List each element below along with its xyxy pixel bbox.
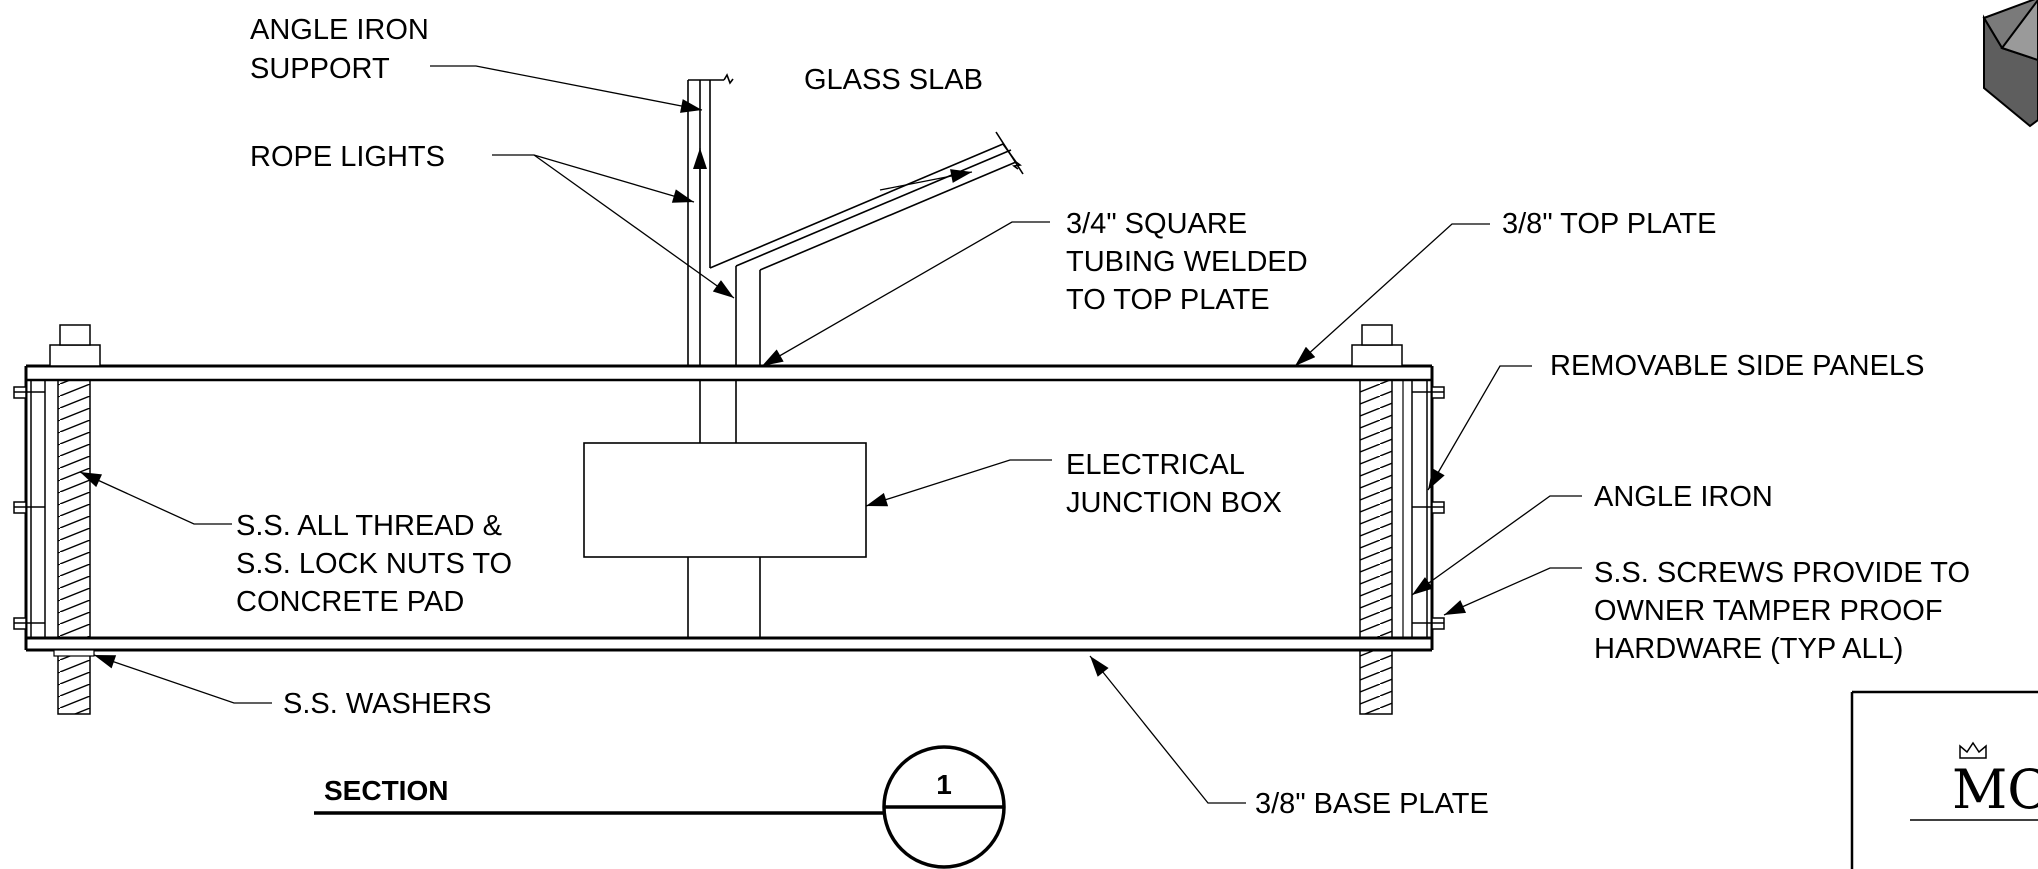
label-glass-slab: GLASS SLAB: [804, 64, 983, 96]
left-all-thread: [49, 324, 101, 715]
label-ss-screws: S.S. SCREWS PROVIDE TO OWNER TAMPER PROO…: [1594, 557, 1978, 665]
glass-slab-assembly: [687, 73, 1024, 366]
leaders: [79, 65, 1582, 804]
label-electrical-junction-box: ELECTRICAL JUNCTION BOX: [1066, 449, 1282, 519]
label-rope-lights: ROPE LIGHTS: [250, 141, 445, 173]
left-washer: [53, 649, 95, 657]
label-angle-iron: ANGLE IRON: [1594, 481, 1773, 513]
section-title: SECTION: [324, 775, 448, 806]
right-lock-nut: [1351, 344, 1403, 367]
section-marker: SECTION 1: [314, 745, 1006, 869]
label-removable-side-panels: REMOVABLE SIDE PANELS: [1550, 350, 1924, 382]
label-angle-iron-support: ANGLE IRON SUPPORT: [250, 14, 437, 85]
label-base-plate: 3/8" BASE PLATE: [1255, 788, 1489, 820]
label-top-plate: 3/8" TOP PLATE: [1502, 208, 1716, 240]
label-washers: S.S. WASHERS: [283, 688, 491, 720]
crown-icon: [1959, 741, 1987, 759]
electrical-junction-box: [583, 380, 867, 638]
logo-text: MC: [1952, 758, 2038, 821]
callout-labels: ANGLE IRON SUPPORT GLASS SLAB ROPE LIGHT…: [236, 14, 1978, 820]
left-lock-nut: [49, 344, 101, 367]
side-panel-screws: [13, 386, 1445, 630]
section-number: 1: [936, 769, 952, 800]
right-all-thread: [1351, 324, 1403, 715]
label-square-tubing: 3/4" SQUARE TUBING WELDED TO TOP PLATE: [1066, 208, 1316, 316]
label-all-thread: S.S. ALL THREAD & S.S. LOCK NUTS TO CONC…: [236, 510, 520, 618]
corner-3d-block: [1982, 0, 2038, 128]
title-block: MC: [1850, 690, 2038, 869]
